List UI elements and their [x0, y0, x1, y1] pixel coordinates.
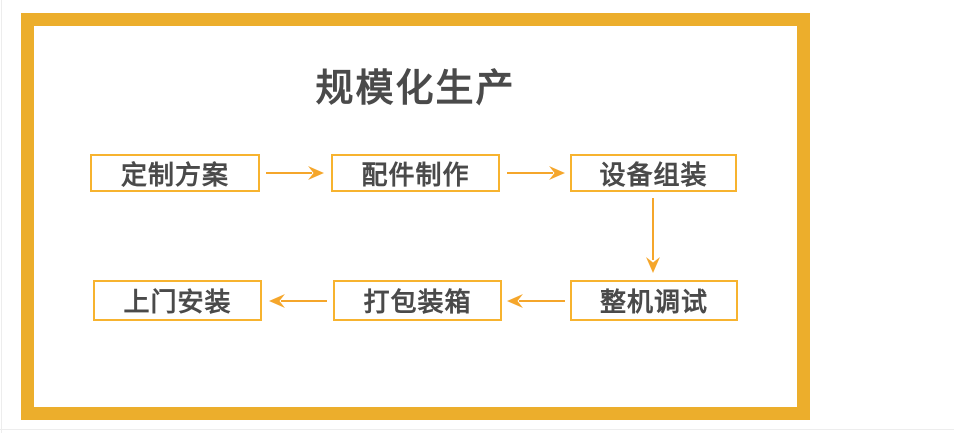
flow-step-machine-debugging: 整机调试 [570, 280, 738, 321]
flow-step-parts-production: 配件制作 [331, 154, 500, 192]
flow-step-custom-plan: 定制方案 [90, 154, 260, 192]
diagram-border-frame [21, 13, 810, 420]
page-bottom-edge-line [0, 429, 954, 430]
page-left-edge-line [1, 0, 2, 433]
flow-step-onsite-installation: 上门安装 [93, 280, 262, 321]
flow-step-packing: 打包装箱 [333, 280, 502, 321]
flow-step-equipment-assembly: 设备组装 [570, 154, 737, 192]
diagram-title: 规模化生产 [315, 68, 516, 110]
